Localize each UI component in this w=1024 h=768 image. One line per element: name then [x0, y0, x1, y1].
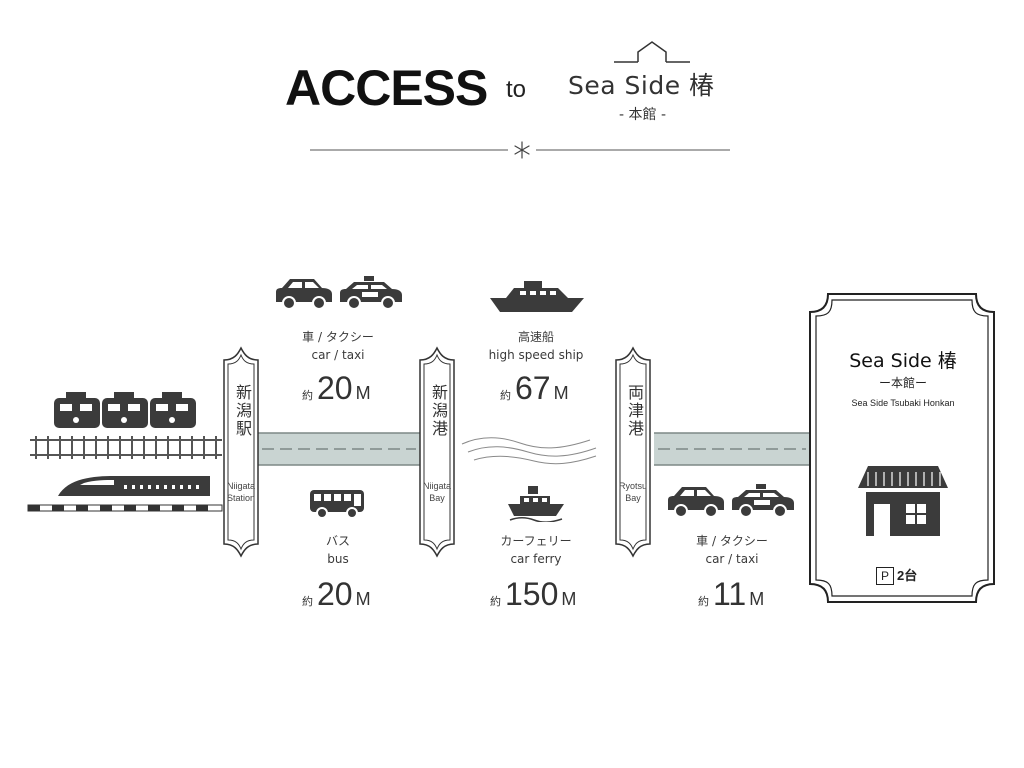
- route-ferry-en: car ferry: [510, 552, 562, 566]
- approx-prefix: 約: [490, 596, 501, 608]
- time-value: 11: [713, 576, 747, 612]
- brand-name: Sea Side 椿: [568, 71, 715, 100]
- parking-count: 2台: [897, 568, 918, 583]
- time-value: 67: [515, 370, 551, 406]
- station-ryotsu-bay-ja: 両津港: [625, 384, 644, 438]
- route-car-taxi-1-en: car / taxi: [311, 348, 365, 362]
- divider: [310, 141, 730, 159]
- time-value: 20: [317, 576, 353, 612]
- sea-waves: [461, 437, 597, 465]
- time-unit: M: [553, 383, 569, 403]
- snowflake-icon: [514, 141, 530, 159]
- route-bus-label: バス bus: [290, 532, 386, 568]
- ship-icon: [490, 281, 584, 312]
- route-car-taxi-1-label: 車 / タクシー car / taxi: [290, 328, 386, 364]
- time-unit: M: [355, 589, 371, 609]
- time-unit: M: [355, 383, 371, 403]
- station-post-ryotsu-bay: [615, 346, 651, 558]
- route-ferry-label: カーフェリー car ferry: [482, 532, 590, 568]
- train-icon: [54, 392, 196, 428]
- road-segment-1: [258, 432, 420, 466]
- shinkansen-rail: [27, 504, 223, 512]
- time-value: 20: [317, 370, 353, 406]
- route-bus-en: bus: [327, 552, 349, 566]
- shinkansen-icon: [58, 476, 210, 496]
- roof-icon: [614, 41, 690, 63]
- route-ship-ja: 高速船: [517, 330, 554, 344]
- destination-frame: [809, 293, 995, 603]
- route-ship-en: high speed ship: [488, 348, 584, 362]
- time-unit: M: [749, 589, 765, 609]
- station-niigata-station-en: Niigata Station: [226, 481, 256, 503]
- route-car-taxi-2-en: car / taxi: [705, 552, 759, 566]
- station-niigata-bay-en: Niigata Bay: [422, 481, 451, 503]
- approx-prefix: 約: [698, 596, 709, 608]
- bus-icon: [310, 490, 364, 519]
- route-bus-ja: バス: [325, 534, 350, 548]
- brand-subtitle: - 本館 -: [619, 107, 667, 123]
- approx-prefix: 約: [302, 390, 313, 402]
- time-value: 150: [505, 576, 559, 612]
- destination-name: Sea Side 椿: [849, 350, 957, 372]
- station-niigata-bay-ja: 新潟港: [429, 384, 448, 438]
- route-car-taxi-2-label: 車 / タクシー car / taxi: [684, 532, 780, 568]
- route-car-taxi-2-ja: 車 / タクシー: [696, 534, 768, 548]
- destination-english-name: Sea Side Tsubaki Honkan: [851, 398, 955, 408]
- parking-icon: P: [876, 567, 894, 585]
- time-unit: M: [561, 589, 577, 609]
- route-ferry-ja: カーフェリー: [500, 534, 572, 548]
- page-title: ACCESS: [285, 60, 488, 116]
- approx-prefix: 約: [500, 390, 511, 402]
- taxi-icon: [340, 276, 402, 310]
- station-ryotsu-bay-en: Ryotsu Bay: [618, 481, 647, 503]
- station-niigata-station-ja: 新潟駅: [233, 384, 252, 438]
- station-post-niigata-bay: [419, 346, 455, 558]
- house-icon: [858, 466, 948, 536]
- taxi-icon: [732, 484, 794, 518]
- ferry-icon: [508, 486, 564, 522]
- route-ship-label: 高速船 high speed ship: [482, 328, 590, 364]
- route-car-taxi-1-ja: 車 / タクシー: [302, 330, 374, 344]
- rail-track: [30, 436, 222, 459]
- car-icon: [668, 487, 724, 518]
- approx-prefix: 約: [302, 596, 313, 608]
- road-segment-2: [654, 432, 810, 466]
- station-post-niigata-station: [223, 346, 259, 558]
- title-connector: to: [506, 76, 527, 103]
- destination-subtitle: ー本館ー: [878, 376, 927, 390]
- car-icon: [276, 279, 332, 310]
